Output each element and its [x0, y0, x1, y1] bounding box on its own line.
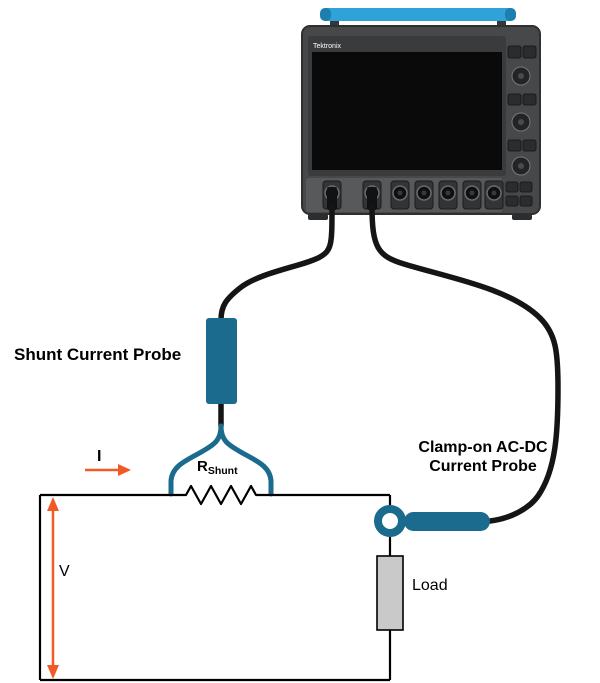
clamp-probe-handle	[404, 512, 490, 531]
scope-button[interactable]	[507, 45, 522, 59]
scope-brand-label: Tektronix	[313, 43, 342, 50]
scope-screen	[312, 52, 502, 170]
scope-button[interactable]	[519, 195, 533, 207]
clamp-probe-label-line1: Clamp-on AC-DC	[418, 439, 548, 456]
scope-handle	[320, 8, 516, 21]
shunt-probe-body	[206, 318, 237, 404]
scope-side-controls[interactable]	[505, 45, 537, 207]
shunt-probe-label: Shunt Current Probe	[14, 345, 182, 364]
bnc-connector[interactable]	[390, 180, 410, 210]
scope-button[interactable]	[522, 139, 537, 152]
clamp-probe-cable	[369, 203, 561, 524]
shunt-probe-lead-left	[168, 423, 224, 497]
bnc-connector[interactable]	[438, 180, 458, 210]
cable-plug	[327, 187, 337, 210]
scope-knob-dot	[518, 119, 524, 125]
scope-button[interactable]	[519, 181, 533, 193]
load-box	[376, 555, 404, 631]
cable-plug	[367, 187, 377, 210]
scope-button[interactable]	[507, 139, 522, 152]
clamp-probe-ring	[374, 505, 406, 537]
scope-button[interactable]	[507, 93, 522, 106]
oscilloscope: Tektronix	[301, 8, 541, 220]
handle-post-right	[497, 16, 506, 28]
load-label: Load	[412, 577, 448, 594]
scope-button[interactable]	[522, 45, 537, 59]
resistor-label: RShunt	[197, 458, 238, 477]
shunt-probe-cable	[218, 203, 335, 323]
current-arrowhead	[118, 464, 131, 476]
bnc-connector-ch2[interactable]	[362, 180, 382, 210]
scope-button[interactable]	[505, 195, 519, 207]
scope-knob-dot	[518, 163, 524, 169]
resistor-zigzag	[171, 484, 271, 506]
circuit	[38, 484, 392, 682]
scope-button[interactable]	[505, 181, 519, 193]
scope-handle-cap-left	[320, 8, 331, 21]
scope-foot-left	[308, 214, 328, 220]
scope-handle-cap-right	[505, 8, 516, 21]
bnc-connector[interactable]	[484, 180, 504, 210]
current-label: I	[97, 448, 102, 465]
shunt-probe-lead-right	[218, 423, 274, 497]
bnc-connector[interactable]	[414, 180, 434, 210]
handle-post-left	[330, 16, 339, 28]
scope-button[interactable]	[522, 93, 537, 106]
clamp-probe-label: Clamp-on AC-DC Current Probe	[388, 438, 578, 476]
resistor-subscript: Shunt	[207, 465, 238, 477]
bnc-connector[interactable]	[462, 180, 482, 210]
current-arrow	[85, 464, 131, 476]
voltage-arrowhead-bottom	[47, 665, 59, 679]
bnc-connector-ch1[interactable]	[322, 180, 342, 210]
scope-foot-right	[512, 214, 532, 220]
resistor-symbol: R	[197, 458, 208, 475]
voltage-arrowhead-top	[47, 497, 59, 511]
scope-knob-dot	[518, 73, 524, 79]
voltage-arrow	[47, 497, 59, 679]
voltage-label: V	[59, 563, 70, 580]
scope-bnc-row	[322, 180, 504, 210]
clamp-probe-label-line2: Current Probe	[429, 458, 537, 475]
